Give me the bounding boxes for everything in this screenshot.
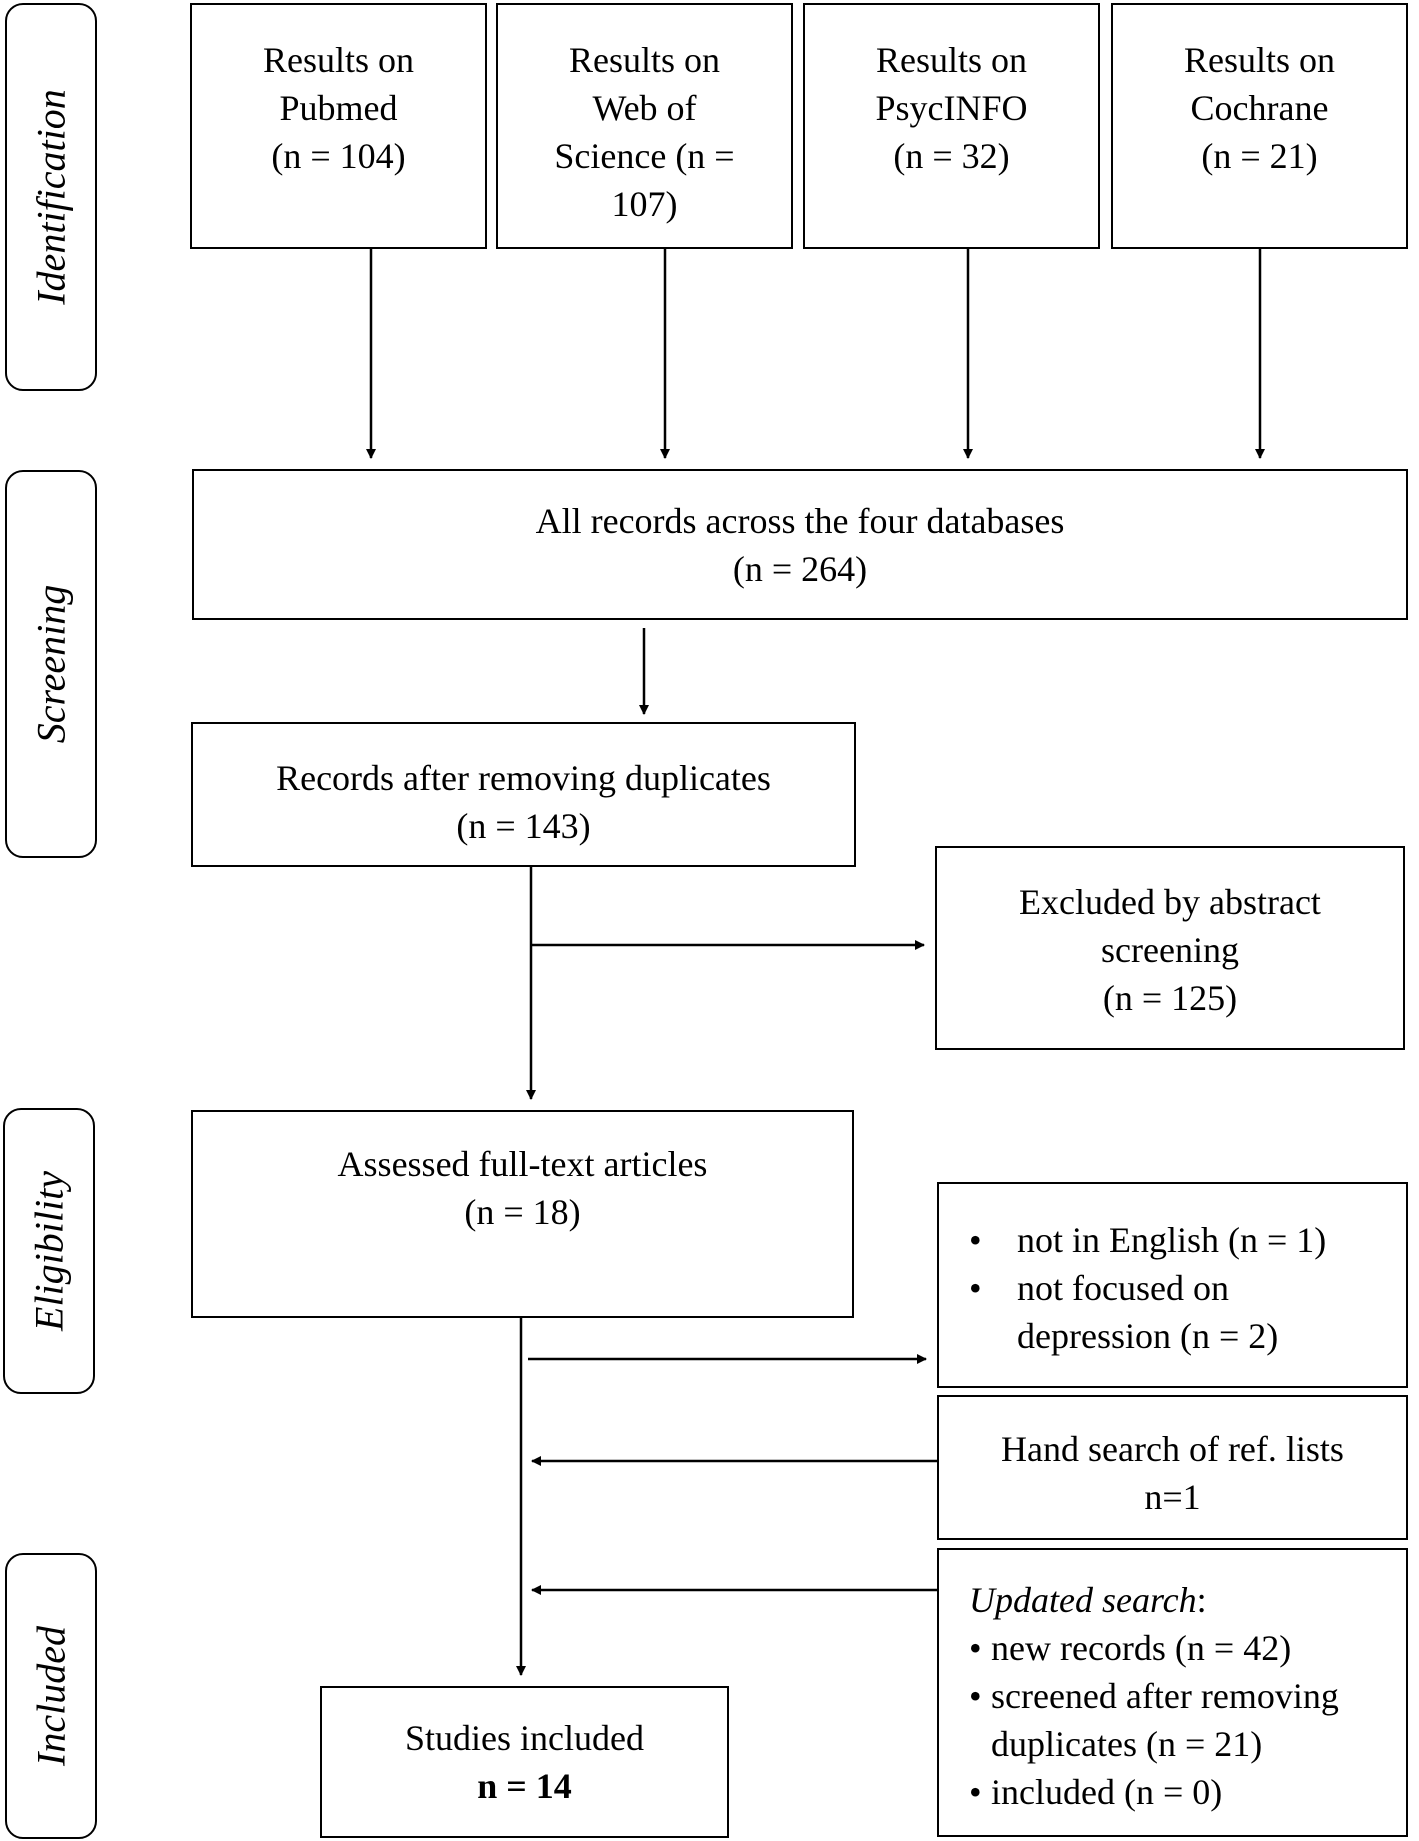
after-duplicates-label: Records after removing duplicates [276,758,771,798]
updated-search-included: included (n = 0) [939,1768,1406,1816]
after-duplicates-count: (n = 143) [456,806,591,846]
exclusion-not-focused: not focused on [939,1264,1406,1312]
source-box-pubmed: Results on Pubmed (n = 104) [190,3,487,249]
cochrane-line-1: Results on [1183,40,1335,80]
full-text-label: Assessed full-text articles [337,1144,708,1184]
updated-search-heading: Updated search: [939,1576,1406,1624]
updated-search-new-records: new records (n = 42) [939,1624,1406,1672]
psycinfo-line-2: PsycINFO [875,88,1028,128]
full-text-count: (n = 18) [464,1192,581,1232]
stage-identification: Identification [5,3,97,391]
records-after-duplicates-box: Records after removing duplicates (n = 1… [191,722,856,867]
stage-eligibility: Eligibility [3,1108,95,1394]
excluded-fulltext-box: not in English (n = 1) not focused on de… [937,1182,1408,1388]
stage-screening: Screening [5,470,97,858]
studies-included-count: n = 14 [477,1766,572,1806]
pubmed-count: (n = 104) [271,136,406,176]
excluded-abstract-box: Excluded by abstract screening (n = 125) [935,846,1405,1050]
hand-search-label: Hand search of ref. lists [1001,1429,1344,1469]
updated-search-box: Updated search: new records (n = 42) scr… [937,1548,1408,1837]
source-box-web-of-science: Results on Web of Science (n = 107) [496,3,793,249]
stage-included: Included [5,1553,97,1839]
updated-search-screened: screened after removing [939,1672,1406,1720]
psycinfo-count: (n = 32) [893,136,1010,176]
all-records-box: All records across the four databases (n… [192,469,1408,620]
studies-included-label: Studies included [405,1718,644,1758]
wos-line-4: 107) [611,184,678,224]
excluded-abstract-line-2: screening [1101,930,1239,970]
hand-search-count: n=1 [1144,1477,1201,1517]
updated-search-title: Updated search [969,1580,1197,1620]
cochrane-count: (n = 21) [1201,136,1318,176]
excluded-abstract-line-1: Excluded by abstract [1019,882,1321,922]
exclusion-not-english: not in English (n = 1) [939,1216,1406,1264]
full-text-box: Assessed full-text articles (n = 18) [191,1110,854,1318]
all-records-count: (n = 264) [732,549,868,589]
wos-line-1: Results on [568,40,720,80]
studies-included-box: Studies included n = 14 [320,1686,729,1838]
hand-search-box: Hand search of ref. lists n=1 [937,1395,1408,1540]
source-box-psycinfo: Results on PsycINFO (n = 32) [803,3,1100,249]
cochrane-line-2: Cochrane [1190,88,1329,128]
exclusion-not-focused-cont: depression (n = 2) [1017,1316,1279,1356]
pubmed-line-2: Pubmed [279,88,398,128]
updated-search-screened-cont: duplicates (n = 21) [991,1724,1263,1764]
excluded-abstract-count: (n = 125) [1102,978,1238,1018]
pubmed-line-1: Results on [262,40,414,80]
psycinfo-line-1: Results on [875,40,1027,80]
wos-line-2: Web of [592,88,697,128]
source-box-cochrane: Results on Cochrane (n = 21) [1111,3,1408,249]
all-records-label: All records across the four databases [535,501,1065,541]
wos-line-3: Science (n = [554,136,735,176]
updated-search-colon: : [1196,1580,1207,1620]
